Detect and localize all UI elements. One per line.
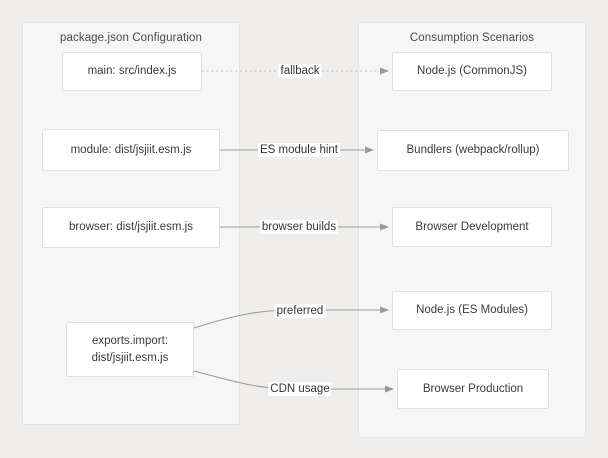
node-exports-import[interactable]: exports.import: dist/jsjiit.esm.js <box>66 322 194 377</box>
node-node-es-modules[interactable]: Node.js (ES Modules) <box>392 291 552 330</box>
node-browser-development-label: Browser Development <box>415 220 529 233</box>
edge-label-es-module-hint: ES module hint <box>258 143 340 157</box>
edge-label-cdn-usage: CDN usage <box>268 382 332 396</box>
node-node-commonjs[interactable]: Node.js (CommonJS) <box>392 52 552 91</box>
node-module-label: module: dist/jsjiit.esm.js <box>70 143 192 156</box>
node-browser-production[interactable]: Browser Production <box>397 369 549 409</box>
node-main-label: main: src/index.js <box>87 65 177 78</box>
node-exports-import-label-line2: dist/jsjiit.esm.js <box>91 351 169 364</box>
edge-label-preferred: preferred <box>274 304 326 318</box>
edge-label-browser-builds: browser builds <box>259 220 339 234</box>
cluster-title-consumption-scenarios: Consumption Scenarios <box>409 32 535 44</box>
node-main[interactable]: main: src/index.js <box>62 52 202 91</box>
node-browser-label: browser: dist/jsjiit.esm.js <box>69 221 193 234</box>
node-node-es-modules-label: Node.js (ES Modules) <box>416 304 528 317</box>
node-browser-development[interactable]: Browser Development <box>392 207 552 247</box>
node-bundlers-label: Bundlers (webpack/rollup) <box>406 144 540 157</box>
node-browser[interactable]: browser: dist/jsjiit.esm.js <box>42 207 220 248</box>
node-module[interactable]: module: dist/jsjiit.esm.js <box>42 129 220 171</box>
node-node-commonjs-label: Node.js (CommonJS) <box>417 65 527 78</box>
cluster-title-package-json-configuration: package.json Configuration <box>60 32 202 44</box>
node-browser-production-label: Browser Production <box>422 382 524 395</box>
node-exports-import-label-line1: exports.import: <box>91 334 169 347</box>
node-bundlers[interactable]: Bundlers (webpack/rollup) <box>377 130 569 171</box>
edge-label-fallback: fallback <box>278 64 322 78</box>
